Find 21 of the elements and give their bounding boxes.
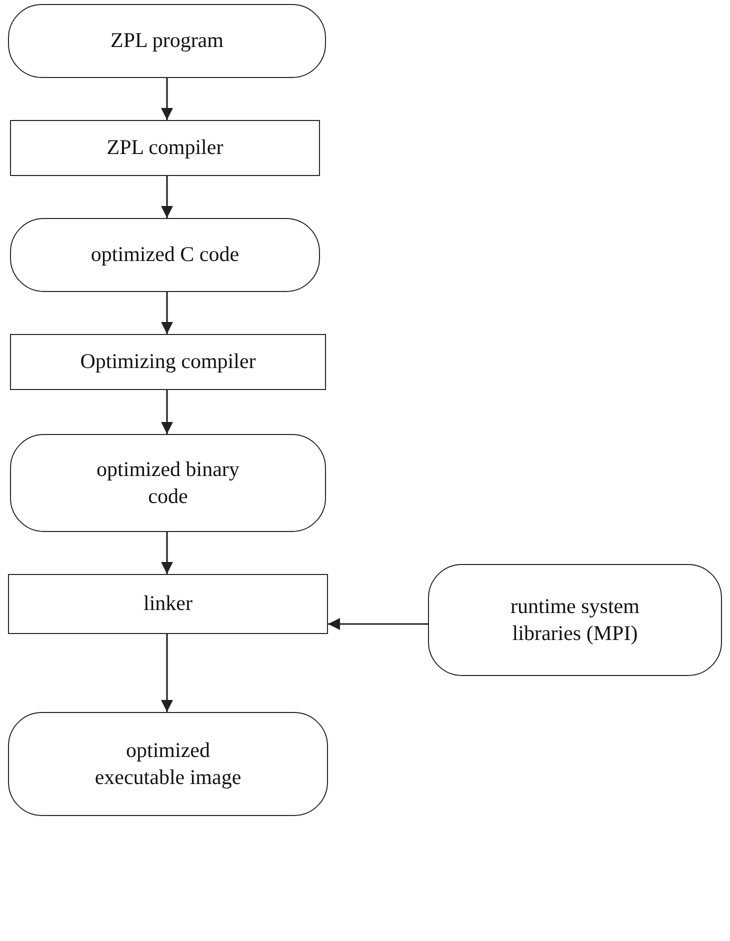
process-box <box>10 334 326 390</box>
arrow <box>161 78 173 120</box>
arrow <box>161 292 173 334</box>
arrow <box>161 390 173 434</box>
node-label: linker <box>144 590 192 618</box>
arrow <box>328 618 428 630</box>
arrow <box>161 634 173 712</box>
node-label: Optimizing compiler <box>80 348 256 376</box>
node-label: runtime system libraries (MPI) <box>510 592 640 647</box>
terminal-box <box>8 712 328 816</box>
node-label: optimized binary code <box>96 456 240 510</box>
process-box <box>10 120 320 176</box>
arrow <box>161 176 173 218</box>
node-label: ZPL program <box>110 27 224 54</box>
terminal-box <box>10 434 326 532</box>
arrow <box>161 532 173 574</box>
terminal-box <box>428 564 722 676</box>
node-label: optimized executable image <box>94 736 242 791</box>
node-label: ZPL compiler <box>106 134 224 162</box>
node-label: optimized C code <box>90 241 240 268</box>
process-box <box>8 574 328 634</box>
